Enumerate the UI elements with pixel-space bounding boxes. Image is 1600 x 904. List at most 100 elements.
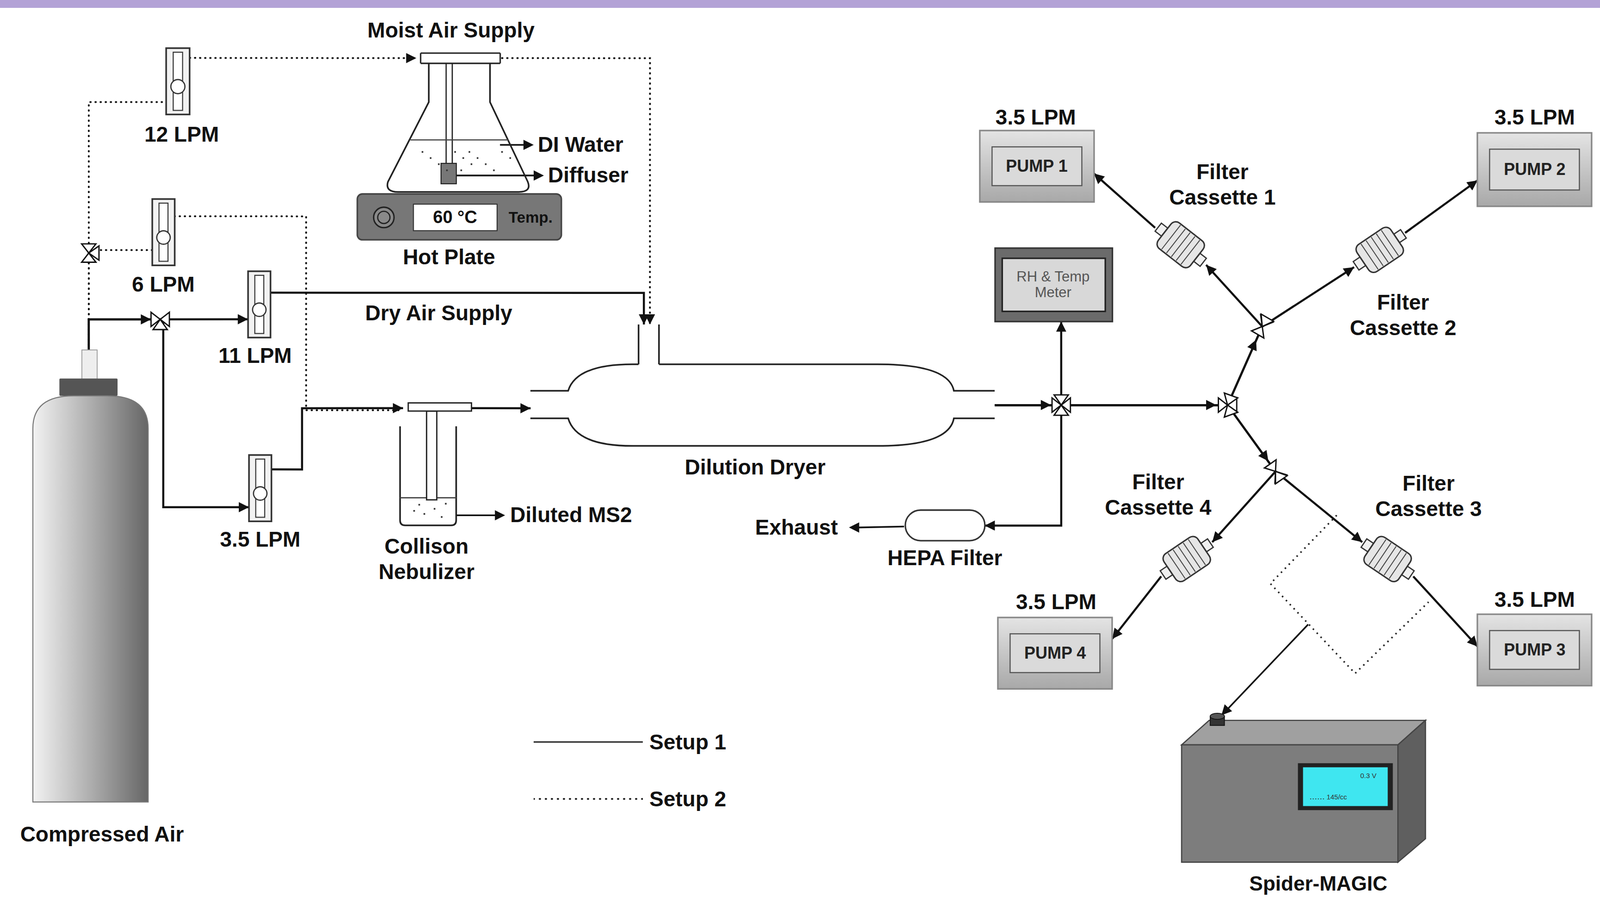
box-text: PUMP 3	[1503, 640, 1566, 660]
moist-air-line	[189, 56, 417, 59]
legend-line	[533, 797, 643, 800]
part-label: 3.5 LPM	[1494, 587, 1576, 613]
part-label: 60 °C	[433, 206, 478, 229]
legend-text: Setup 2	[649, 786, 727, 812]
flow-line	[1413, 576, 1478, 647]
part-label: 3.5 LPM	[1015, 589, 1097, 615]
part-label: Moist Air Supply	[367, 18, 535, 44]
part-label: 3.5 LPM	[219, 527, 301, 553]
legend-line	[533, 740, 643, 743]
filter-cassette: Filter Cassette 3	[1362, 530, 1414, 588]
dilution-dryer-shape	[530, 324, 995, 446]
part-label: 6 LPM	[131, 272, 195, 298]
rh-temp-meter: RH & Temp Meter	[995, 248, 1113, 322]
collison-nebulizer-shape	[403, 400, 472, 526]
screen-readout: 145/cc	[1326, 792, 1347, 802]
part-label: 12 LPM	[144, 121, 219, 148]
part-label: Filter Cassette 2	[1331, 289, 1475, 341]
valve	[1264, 459, 1288, 484]
particle-counter-shape	[1181, 714, 1426, 863]
valve	[1218, 392, 1238, 418]
humidifier-flask: Moist Air Supply	[416, 49, 503, 193]
hepa-filter: HEPA Filter	[905, 510, 985, 541]
filter-cassette: Filter Cassette 2	[1354, 221, 1406, 279]
collison-nebulizer: Collison Nebulizer	[403, 400, 472, 526]
valve	[81, 243, 99, 263]
valve	[1251, 314, 1274, 339]
flowmeter-shape	[249, 454, 272, 522]
box-text: RH & Temp Meter	[1006, 268, 1100, 301]
flow-line	[995, 264, 1263, 405]
hepa-filter-shape	[905, 510, 985, 541]
legend-entry: Setup 2	[533, 784, 727, 814]
humidifier-flask-shape	[416, 49, 503, 193]
legend-sample	[533, 737, 643, 747]
flow-line	[995, 404, 1276, 542]
flow-line	[995, 404, 1363, 542]
callout-label: Diffuser	[547, 162, 629, 189]
hot-plate: 60 °CTemp.Hot Plate	[357, 193, 562, 240]
filter-cassette-shape	[1161, 530, 1213, 588]
gas-cylinder-shape	[32, 349, 149, 804]
flow-arrowhead	[140, 314, 1273, 465]
pump: 3.5 LPMPUMP 4	[997, 617, 1113, 689]
top-band	[0, 0, 1600, 8]
callout-label: DI Water	[537, 131, 624, 158]
valve	[150, 312, 170, 330]
line-label: Dry Air Supply	[362, 300, 516, 326]
box-text: PUMP 2	[1503, 159, 1566, 180]
particle-counter: Spider-MAGIC	[1181, 714, 1426, 863]
part-label: 11 LPM	[218, 343, 293, 369]
dilution-dryer: Dilution Dryer	[530, 324, 995, 446]
leader-line	[438, 144, 1308, 710]
legend-entry: Setup 1	[533, 727, 727, 757]
flow-line	[995, 267, 1355, 405]
screen-readout: 0.3 V	[1360, 771, 1377, 780]
part-label: Dilution Dryer	[684, 454, 826, 480]
flow-line	[1112, 576, 1162, 639]
part-label: HEPA Filter	[887, 545, 1003, 571]
part-label: Hot Plate	[402, 244, 495, 270]
filter-cassette-shape	[1362, 530, 1414, 588]
flowmeter: 3.5 LPM	[249, 454, 272, 522]
leader-arrowhead	[494, 139, 1233, 719]
valve	[1052, 394, 1071, 416]
callout-label: Diluted MS2	[510, 502, 632, 529]
filter-cassette: Filter Cassette 4	[1161, 530, 1213, 588]
flow-line	[271, 408, 403, 470]
sampling-region-outline	[1270, 515, 1429, 674]
legend-text: Setup 1	[649, 729, 727, 755]
outlet-label: Exhaust	[754, 514, 838, 541]
flowmeter: 11 LPM	[248, 271, 271, 338]
filter-cassette-shape	[1155, 216, 1207, 274]
flow-line	[984, 404, 1062, 526]
part-label: Spider-MAGIC	[1249, 871, 1388, 897]
part-label: Temp.	[508, 208, 553, 227]
legend-sample	[533, 794, 643, 804]
flowmeter-shape	[248, 271, 271, 338]
pump: 3.5 LPMPUMP 3	[1477, 614, 1592, 686]
box-text: PUMP 4	[1024, 642, 1086, 663]
pump: 3.5 LPMPUMP 2	[1477, 132, 1592, 207]
part-label: Filter Cassette 4	[1086, 469, 1230, 521]
flowmeter-shape	[152, 199, 175, 266]
flow-line	[995, 321, 1062, 405]
part-label: 3.5 LPM	[1494, 104, 1576, 131]
flow-line	[1093, 173, 1155, 228]
part-label: Filter Cassette 3	[1357, 470, 1501, 522]
flow-line	[1405, 180, 1478, 233]
gas-cylinder: Compressed Air	[32, 349, 149, 804]
pump: 3.5 LPMPUMP 1	[979, 130, 1095, 202]
part-label: Collison Nebulizer	[357, 533, 497, 585]
flowmeter-shape	[166, 48, 190, 115]
filter-cassette: Filter Cassette 1	[1155, 216, 1207, 274]
flow-line	[471, 407, 531, 410]
moist-air-line	[88, 249, 153, 350]
part-label: Filter Cassette 1	[1150, 159, 1295, 211]
flowmeter: 6 LPM	[152, 199, 175, 266]
filter-cassette-shape	[1354, 221, 1406, 279]
part-label: Compressed Air	[20, 821, 185, 848]
box-text: PUMP 1	[1005, 156, 1068, 177]
flowmeter: 12 LPM	[166, 48, 190, 115]
part-label: 3.5 LPM	[995, 104, 1077, 131]
